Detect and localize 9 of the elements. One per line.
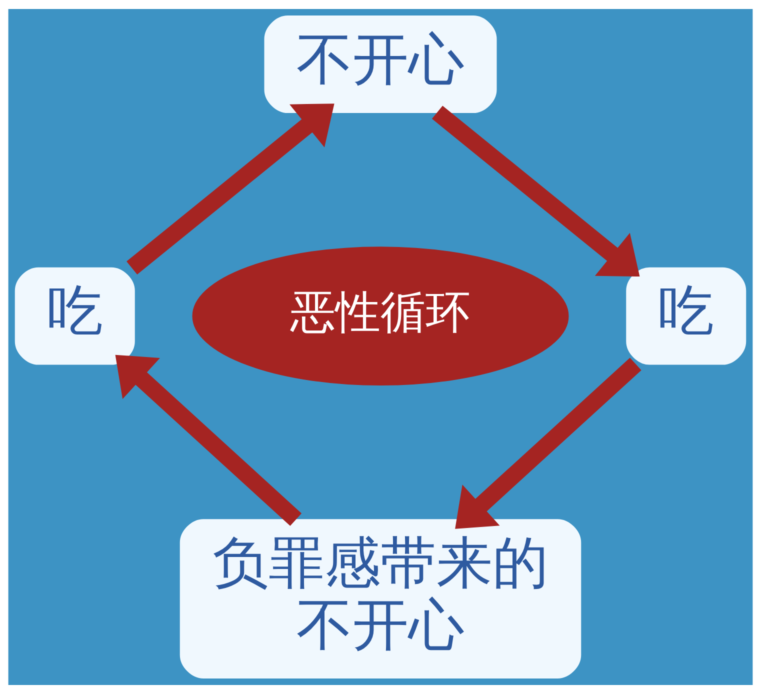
node-box: 吃: [14, 267, 135, 365]
node-box: 不开心: [264, 16, 497, 114]
node-box: 吃: [626, 267, 746, 365]
arrow: [126, 104, 334, 275]
node-ellipse: 恶性循环: [192, 246, 569, 386]
arrow: [455, 358, 642, 529]
node-box: 负罪感带来的不开心: [180, 519, 582, 678]
arrow: [432, 106, 640, 277]
arrow: [115, 354, 302, 526]
